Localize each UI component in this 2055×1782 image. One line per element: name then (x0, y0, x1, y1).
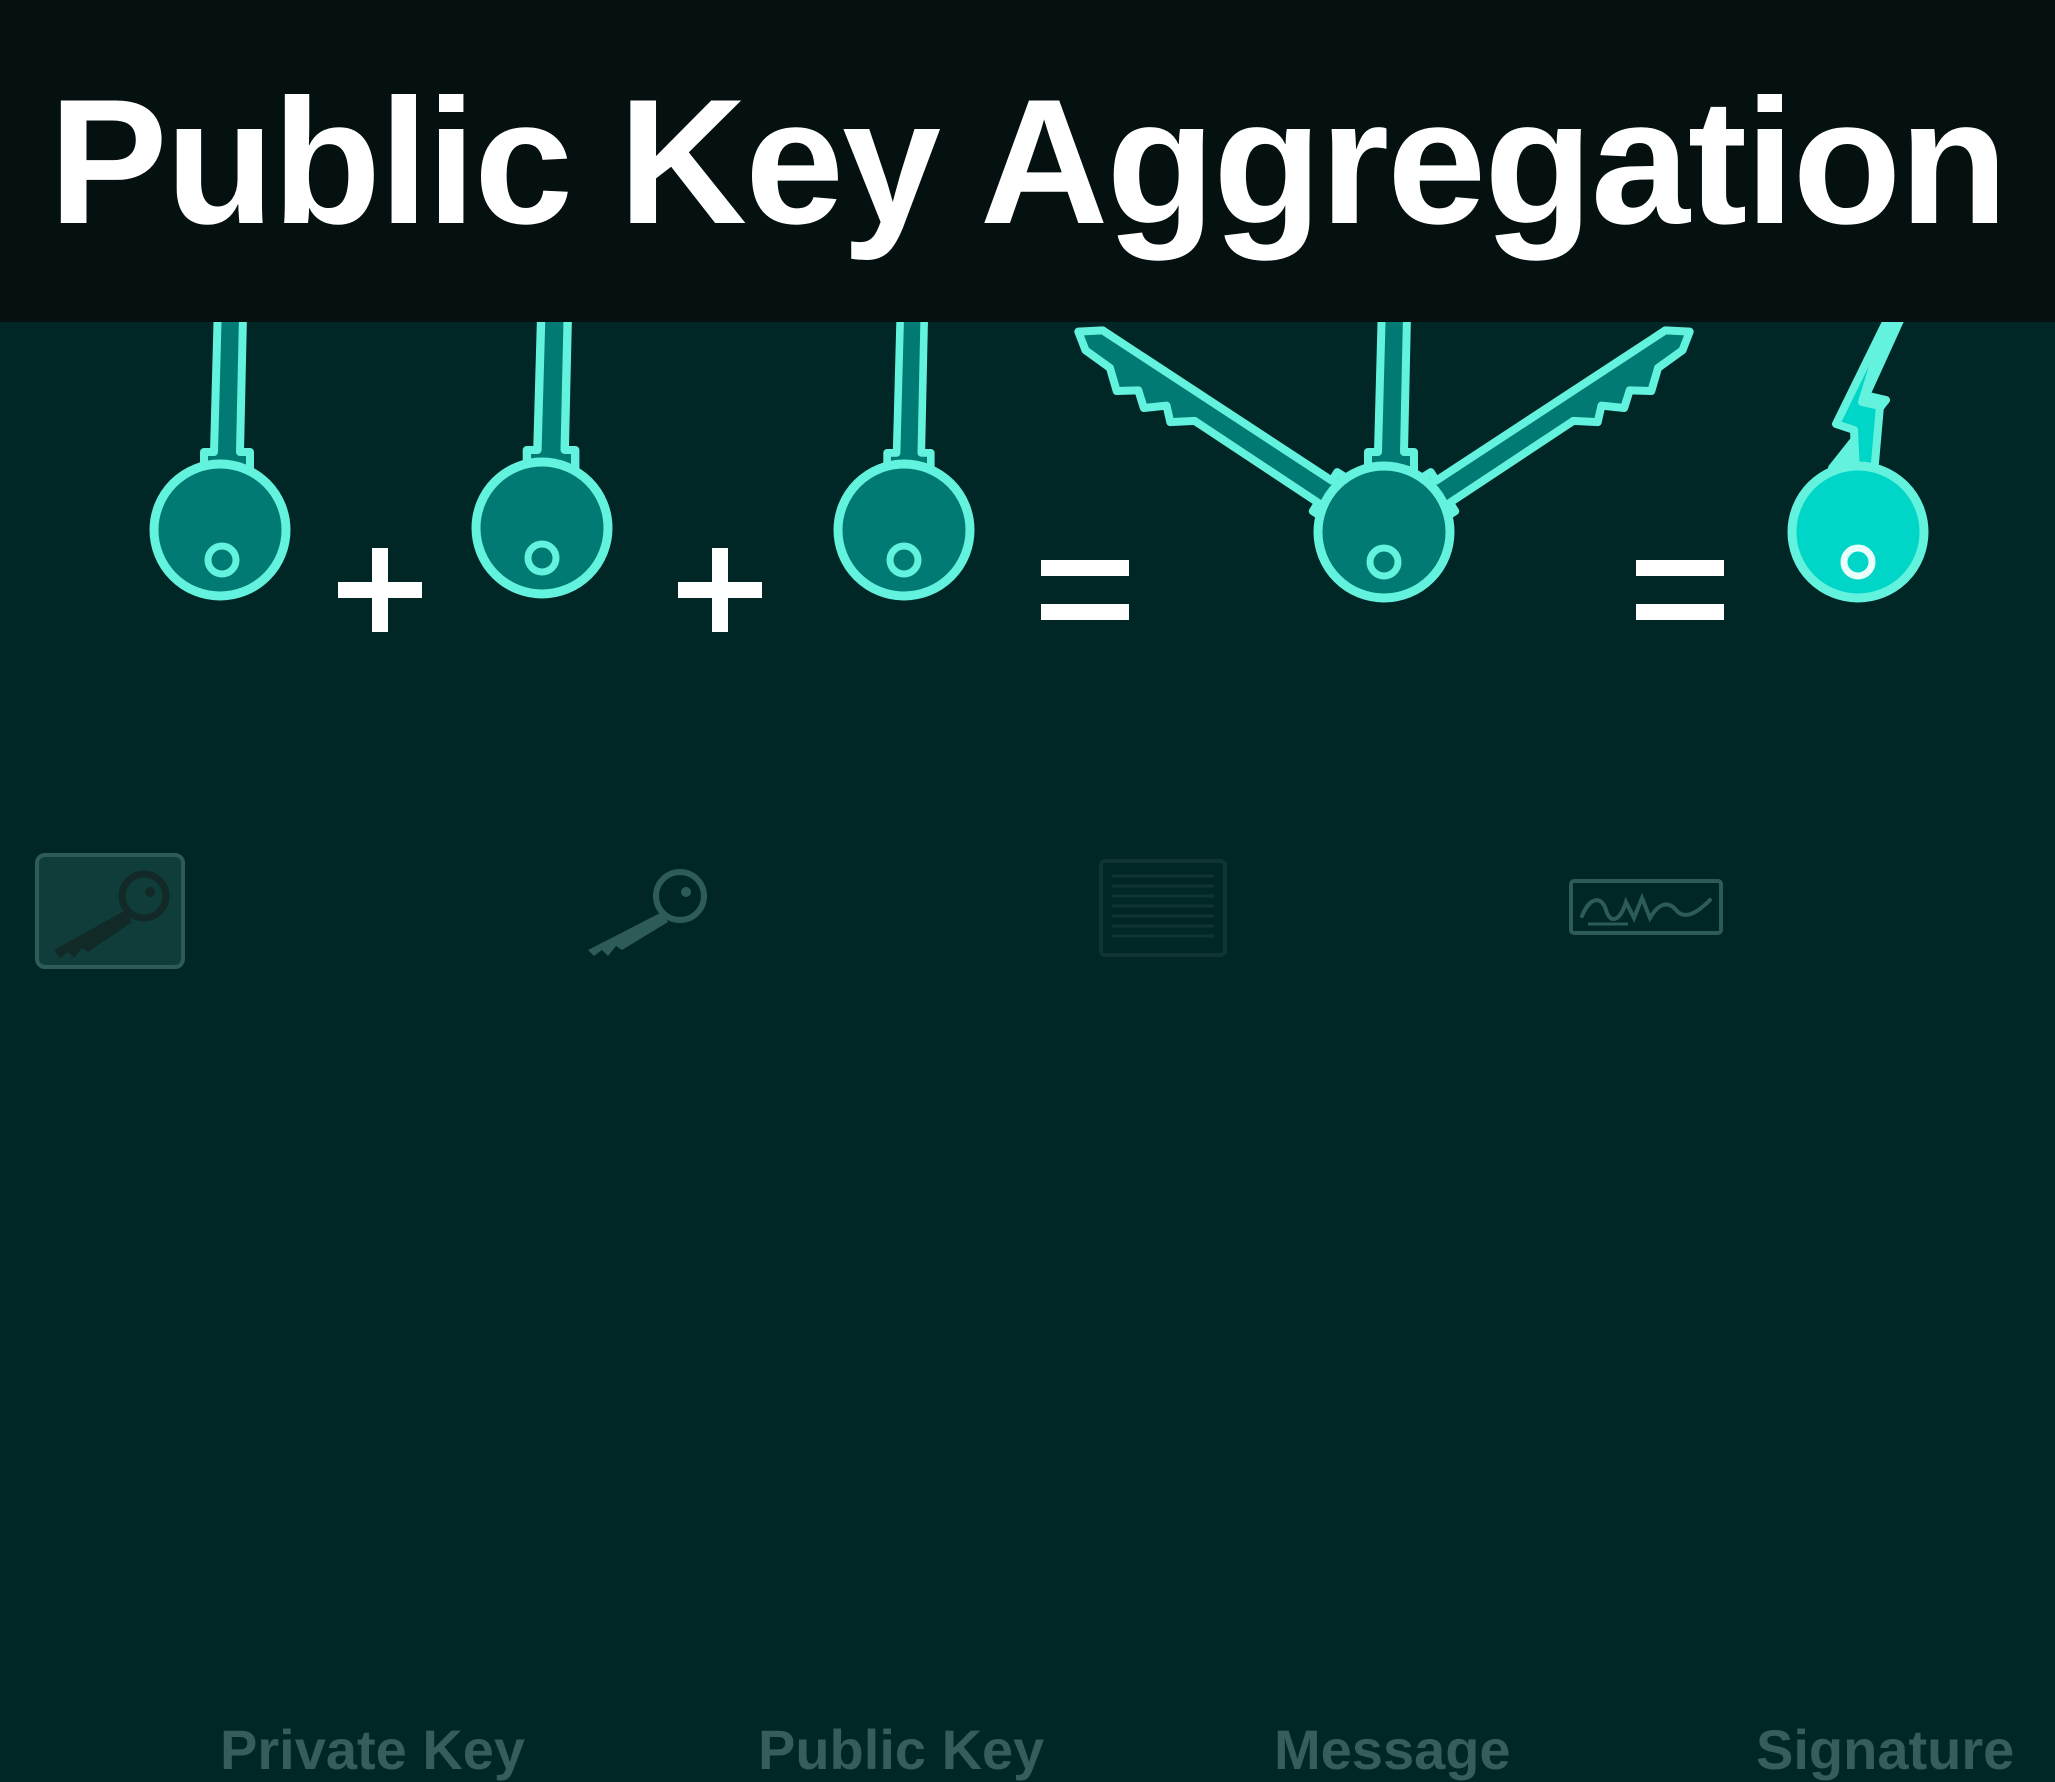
legend-signature-label: Signature (1756, 1718, 2015, 1781)
title-banner: Public Key Aggregation (0, 0, 2055, 322)
equals-operator-2 (1636, 560, 1724, 620)
plus-operator-2 (678, 548, 762, 632)
public-key-icon (580, 866, 720, 956)
plus-operator-1 (338, 548, 422, 632)
key-bundle-icon (1062, 322, 1705, 603)
public-key-2-icon (471, 322, 613, 599)
legend-public-key-label: Public Key (758, 1718, 1045, 1781)
page-title: Public Key Aggregation (48, 62, 2008, 261)
equals-operator-1 (1041, 560, 1129, 620)
aggregation-diagram (0, 322, 2055, 772)
legend-private-key-label: Private Key (220, 1718, 526, 1781)
message-icon (1098, 858, 1228, 958)
legend: Private Key Public Key Message (0, 840, 2055, 1781)
signature-icon (1568, 878, 1724, 938)
aggregate-public-key-icon (1787, 322, 1929, 603)
public-key-1-icon (149, 322, 291, 601)
public-key-3-icon (833, 322, 975, 601)
private-key-icon (34, 852, 186, 970)
legend-message-label: Message (1274, 1718, 1511, 1781)
